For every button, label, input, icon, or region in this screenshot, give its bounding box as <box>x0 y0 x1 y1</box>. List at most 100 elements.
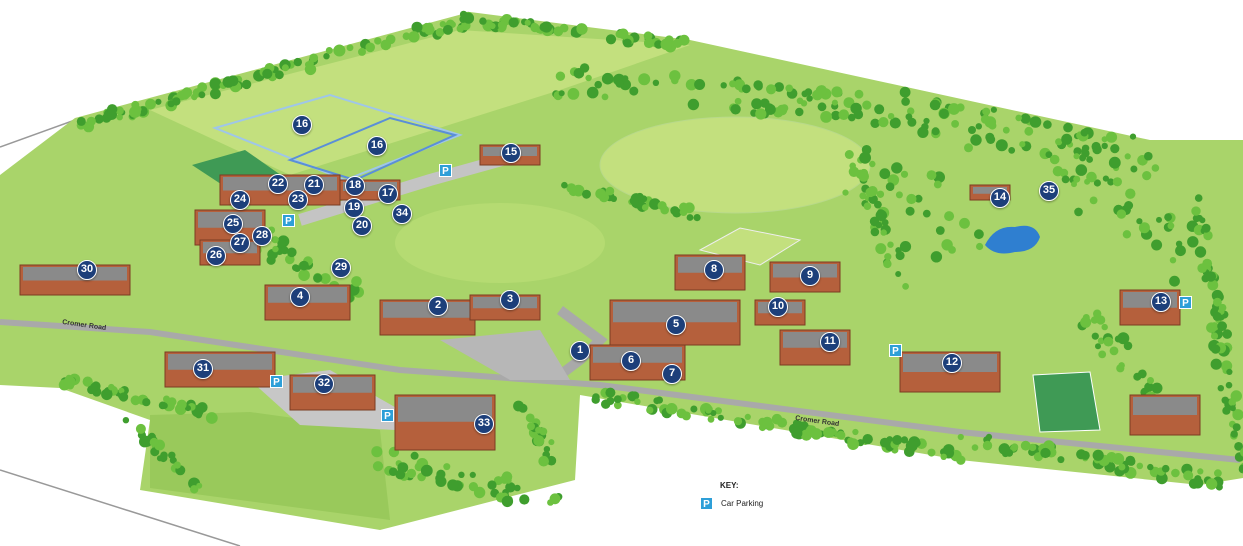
tree <box>280 246 289 255</box>
tree <box>549 493 561 505</box>
building-marker-31[interactable]: 31 <box>193 359 213 379</box>
building-marker-28[interactable]: 28 <box>252 226 272 246</box>
tree <box>1042 448 1051 458</box>
tree <box>720 82 727 89</box>
tree <box>878 117 889 128</box>
tree <box>734 97 742 105</box>
tree <box>875 209 887 222</box>
building-marker-33[interactable]: 33 <box>474 414 494 434</box>
parking-icon[interactable]: P <box>270 375 283 388</box>
tree <box>1086 156 1093 163</box>
tree <box>1059 168 1069 178</box>
parking-icon[interactable]: P <box>439 164 452 177</box>
tree <box>1136 218 1143 225</box>
building-marker-7[interactable]: 7 <box>662 364 682 384</box>
tree <box>145 98 156 110</box>
tree <box>970 134 982 146</box>
building-marker-20[interactable]: 20 <box>352 216 372 236</box>
tree <box>533 435 545 447</box>
tree <box>605 387 616 398</box>
tree <box>469 471 476 478</box>
tree <box>406 468 417 479</box>
building-marker-19[interactable]: 19 <box>344 198 364 218</box>
tree <box>615 30 623 38</box>
tree <box>690 405 698 413</box>
building-marker-23[interactable]: 23 <box>288 190 308 210</box>
building-marker-8[interactable]: 8 <box>704 260 724 280</box>
building-marker-32[interactable]: 32 <box>314 374 334 394</box>
building-marker-18[interactable]: 18 <box>345 176 365 196</box>
tree <box>595 188 606 200</box>
tree <box>90 383 98 392</box>
tree <box>543 446 551 453</box>
tree <box>198 91 206 99</box>
building-marker-1[interactable]: 1 <box>570 341 590 361</box>
building-marker-25[interactable]: 25 <box>223 214 243 234</box>
building-marker-5[interactable]: 5 <box>666 315 686 335</box>
building-roof <box>343 182 397 191</box>
tree <box>985 433 993 440</box>
key-title: KEY: <box>720 481 739 490</box>
tree <box>1110 144 1120 154</box>
parking-icon[interactable]: P <box>381 409 394 422</box>
tree <box>751 98 763 110</box>
key-item-car-parking: P Car Parking <box>700 497 763 510</box>
building-marker-3[interactable]: 3 <box>500 290 520 310</box>
building-marker-14[interactable]: 14 <box>990 188 1010 208</box>
tree <box>885 182 895 191</box>
tree <box>197 82 208 93</box>
building-marker-6[interactable]: 6 <box>621 351 641 371</box>
tree <box>538 455 549 467</box>
building-marker-21[interactable]: 21 <box>304 175 324 195</box>
tree <box>442 24 453 35</box>
building-marker-35[interactable]: 35 <box>1039 181 1059 201</box>
tree <box>875 221 883 229</box>
tree <box>933 180 942 189</box>
tree <box>685 79 698 91</box>
building-marker-9[interactable]: 9 <box>800 266 820 286</box>
tree <box>755 108 767 120</box>
parking-icon[interactable]: P <box>282 214 295 227</box>
building-marker-2[interactable]: 2 <box>428 296 448 316</box>
building-marker-16a[interactable]: 16 <box>292 115 312 135</box>
tree <box>1187 236 1199 248</box>
tree <box>1183 470 1194 481</box>
tree <box>1103 336 1114 347</box>
tree <box>1107 463 1115 471</box>
parking-icon[interactable]: P <box>889 344 902 357</box>
building-marker-16b[interactable]: 16 <box>367 136 387 156</box>
tree <box>527 422 535 431</box>
tree <box>1147 377 1154 384</box>
building-marker-30[interactable]: 30 <box>77 260 97 280</box>
tree <box>995 139 1008 152</box>
building-marker-34[interactable]: 34 <box>392 204 412 224</box>
tree <box>1191 206 1201 216</box>
tree <box>627 391 638 402</box>
building-marker-24[interactable]: 24 <box>230 190 250 210</box>
tree <box>687 98 700 111</box>
building-marker-12[interactable]: 12 <box>942 353 962 373</box>
tree <box>1075 164 1088 176</box>
parking-icon[interactable]: P <box>1179 296 1192 309</box>
tree <box>1175 240 1183 247</box>
tree <box>603 73 611 82</box>
building-marker-27[interactable]: 27 <box>230 233 250 253</box>
tree <box>1080 450 1090 460</box>
tree <box>1222 329 1232 339</box>
building-marker-17[interactable]: 17 <box>378 184 398 204</box>
tree <box>944 211 955 222</box>
tree <box>931 127 940 136</box>
building-marker-11[interactable]: 11 <box>820 332 840 352</box>
building-marker-10[interactable]: 10 <box>768 297 788 317</box>
tree <box>1144 382 1154 392</box>
building-marker-13[interactable]: 13 <box>1151 292 1171 312</box>
building-marker-15[interactable]: 15 <box>501 143 521 163</box>
building-roof <box>1133 397 1197 415</box>
building-marker-26[interactable]: 26 <box>206 246 226 266</box>
building-marker-29[interactable]: 29 <box>331 258 351 278</box>
building-marker-4[interactable]: 4 <box>290 287 310 307</box>
cromer-road <box>0 319 1241 463</box>
tree <box>63 376 76 388</box>
tree <box>905 206 915 216</box>
building-marker-22[interactable]: 22 <box>268 174 288 194</box>
